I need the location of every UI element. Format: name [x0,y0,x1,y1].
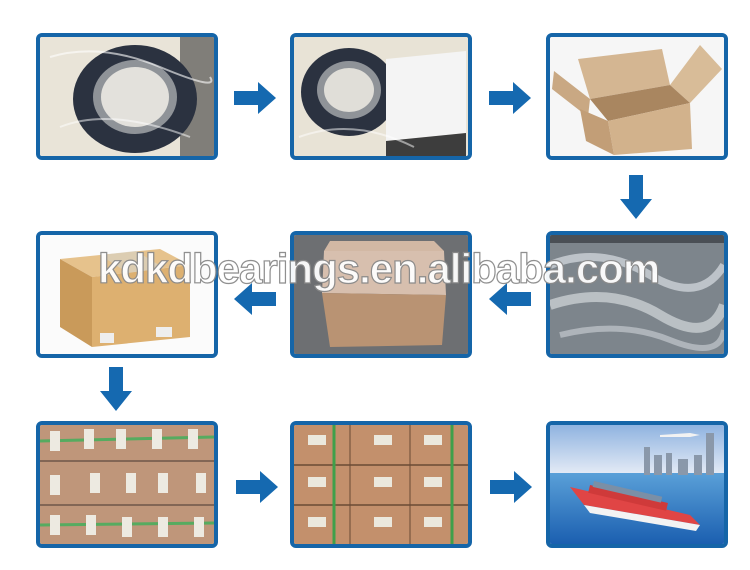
bearing-box-image [294,37,468,156]
arrow-right-icon [236,471,278,503]
pallet-image [40,425,214,544]
closed-carton-image [294,235,468,354]
arrow-left-icon [234,283,276,315]
step-1-bearing-bag [36,33,218,160]
step-7-stacked-cartons [36,421,218,548]
step-8-palletized-cartons [290,421,472,548]
step-2-bearing-box [290,33,472,160]
bearing-image [40,37,214,156]
arrow-down-icon [620,175,652,219]
step-3-open-carton [546,33,728,160]
arrow-right-icon [490,471,532,503]
plastic-wrap-image [550,235,724,354]
shipping-image [550,425,724,544]
step-4-plastic-wrap [546,231,728,358]
open-carton-image [550,37,724,156]
arrow-left-icon [489,283,531,315]
arrow-right-icon [234,82,276,114]
arrow-down-icon [100,367,132,411]
arrow-right-icon [489,82,531,114]
taped-carton-image [40,235,214,354]
pallet-wrapped-image [294,425,468,544]
step-9-shipping [546,421,728,548]
step-5-closed-carton [290,231,472,358]
step-6-taped-carton [36,231,218,358]
